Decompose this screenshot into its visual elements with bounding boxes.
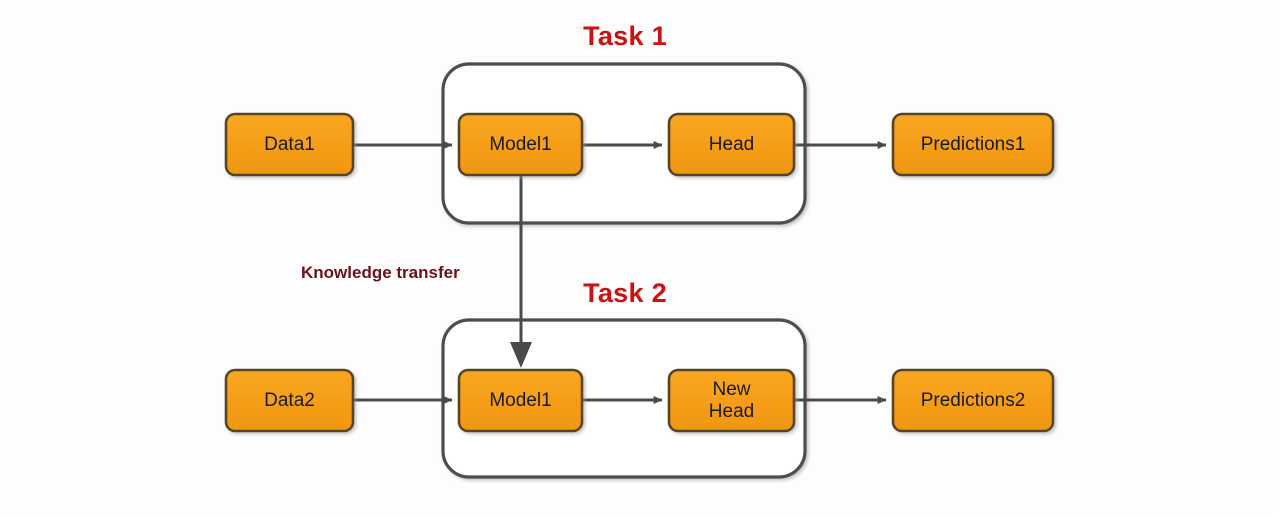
node-data2[interactable] [224,368,355,433]
node-data1[interactable] [224,112,355,177]
node-model1-task1[interactable] [457,112,584,177]
node-model1-task2[interactable] [457,368,584,433]
knowledge-transfer-arrowhead [510,342,532,368]
task1-title: Task 1 [583,21,667,51]
node-predictions1[interactable] [891,112,1055,177]
task2-title: Task 2 [583,278,667,308]
node-predictions2[interactable] [891,368,1055,433]
node-head[interactable] [667,112,796,177]
node-new-head[interactable] [667,368,796,433]
knowledge-transfer-label: Knowledge transfer [301,263,460,282]
